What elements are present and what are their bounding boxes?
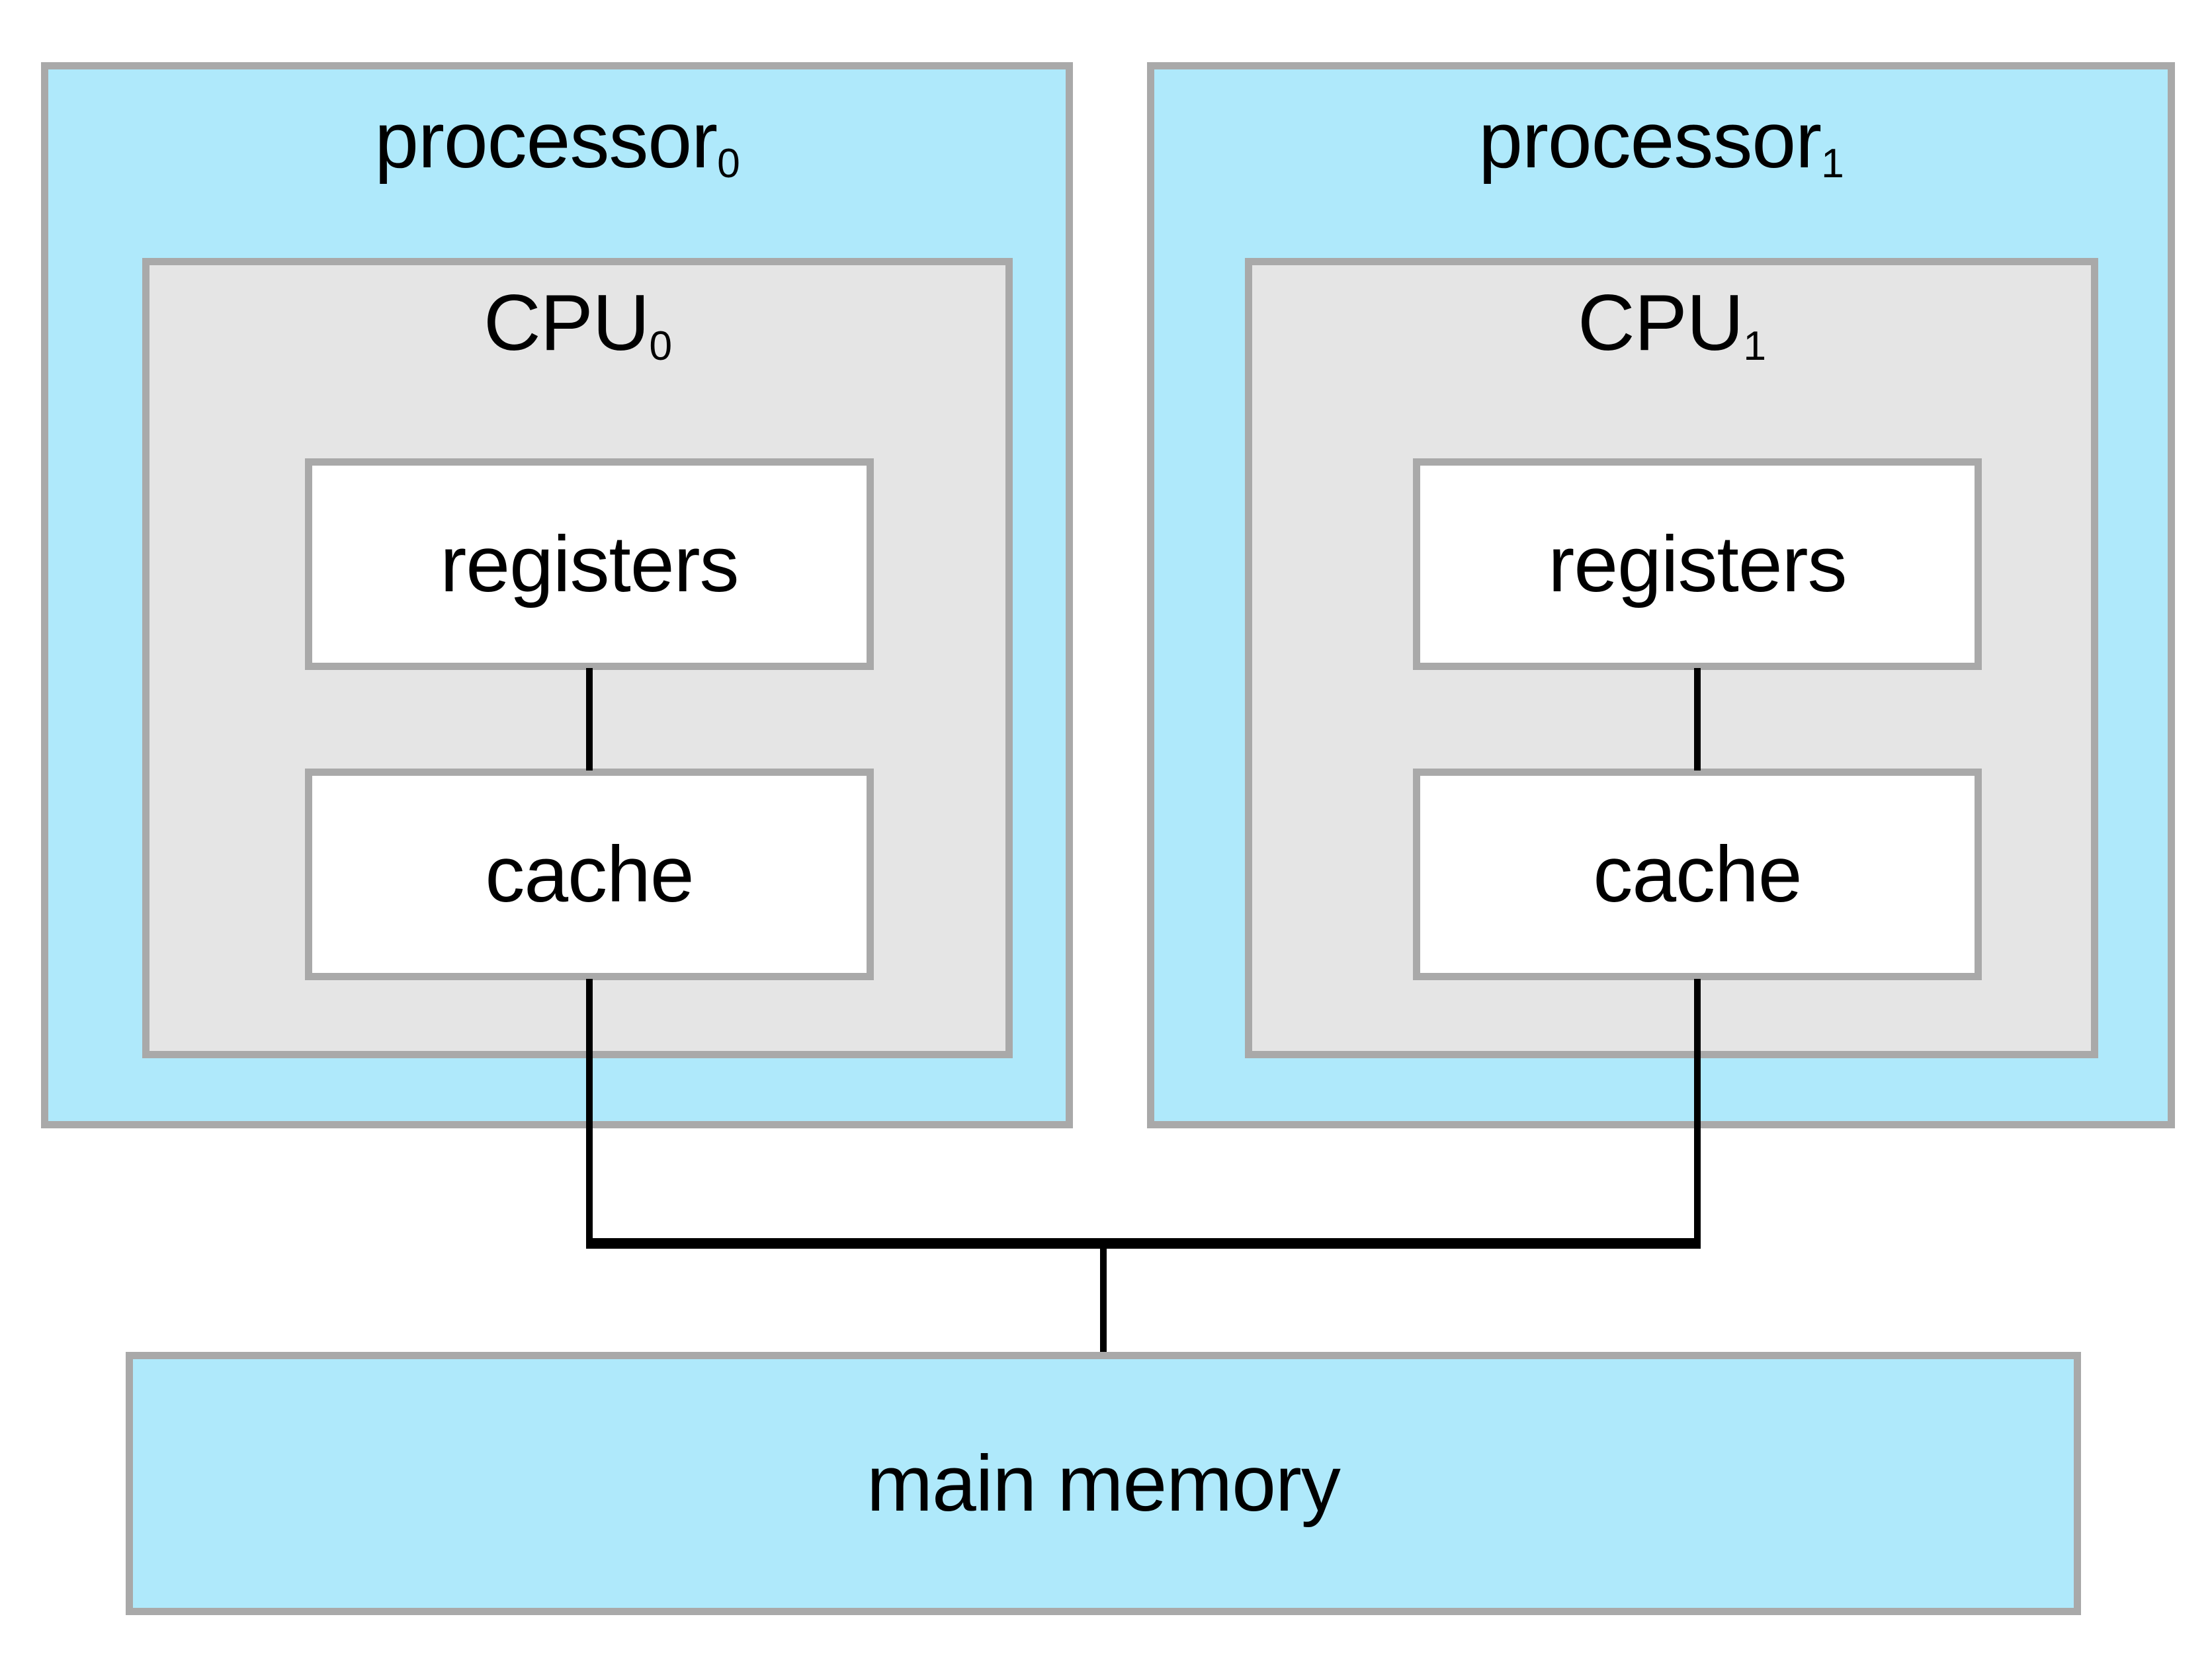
bus-line [586, 1238, 1701, 1249]
cache1-label: cache [1593, 830, 1802, 919]
connector-cache0-bus [586, 979, 593, 1243]
registers0-label: registers [440, 520, 739, 608]
cpu0-label: CPU0 [142, 283, 1013, 367]
connector-cache1-bus [1694, 979, 1701, 1243]
cache0-label: cache [485, 830, 694, 919]
processor1-label: processor1 [1147, 101, 2175, 185]
main-memory-label: main memory [867, 1439, 1341, 1528]
cache1-box: cache [1413, 769, 1982, 980]
main-memory-box: main memory [126, 1352, 2081, 1615]
registers1-box: registers [1413, 458, 1982, 670]
cache0-box: cache [305, 769, 874, 980]
connector-bus-memory [1100, 1247, 1107, 1355]
cpu1-label-text: CPU [1577, 278, 1744, 367]
cpu0-label-subscript: 0 [649, 323, 672, 369]
processor0-label: processor0 [41, 101, 1073, 185]
processor0-label-subscript: 0 [717, 140, 740, 187]
cpu1-label-subscript: 1 [1743, 323, 1766, 369]
connector-registers1-cache1 [1694, 668, 1701, 771]
registers1-label: registers [1548, 520, 1847, 608]
cpu1-label: CPU1 [1245, 283, 2098, 367]
processor1-label-text: processor [1478, 96, 1822, 185]
registers0-box: registers [305, 458, 874, 670]
processor0-label-text: processor [374, 96, 718, 185]
processor1-label-subscript: 1 [1821, 140, 1844, 187]
cpu0-label-text: CPU [483, 278, 650, 367]
connector-registers0-cache0 [586, 668, 593, 771]
